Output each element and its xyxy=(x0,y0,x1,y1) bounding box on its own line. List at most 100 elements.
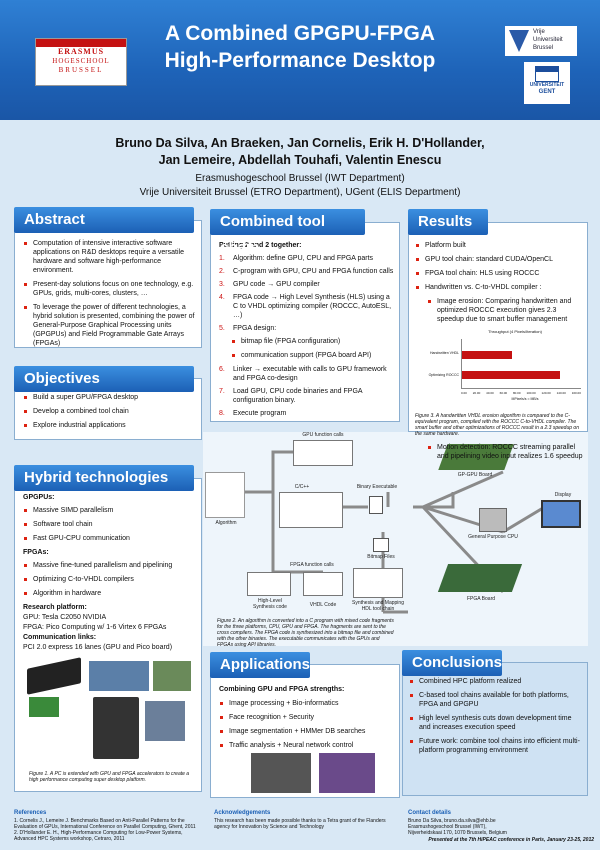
throughput-chart: Throughput (4 Pixels/Iteration) Handwrit… xyxy=(415,329,585,413)
cpu-image xyxy=(479,508,507,532)
application-item: Image segmentation + HMMer DB searches xyxy=(219,727,395,736)
conclusion-item: Future work: combine tool chains into ef… xyxy=(409,737,585,755)
bitmap-file-icon xyxy=(373,538,389,552)
display-label: Display xyxy=(554,492,572,498)
fpga-board-label: FPGA Board xyxy=(466,596,496,602)
results-panel: Platform built GPU tool chain: standard … xyxy=(408,222,588,460)
fpga-item: Algorithm in hardware xyxy=(23,589,199,598)
applications-panel: Combining GPU and FPGA strengths: Image … xyxy=(210,664,400,798)
algorithm-image xyxy=(205,472,245,518)
chart-title: Throughput (4 Pixels/Iteration) xyxy=(488,329,542,334)
step-text: Load GPU, CPU code binaries and FPGA con… xyxy=(233,388,363,404)
display-image xyxy=(541,500,581,528)
step-number: 5. xyxy=(219,325,225,332)
x-tick: 100.00 xyxy=(526,391,536,395)
objectives-heading: Objectives xyxy=(14,366,194,392)
figure3-caption: Figure 3. A handwritten VHDL erosion alg… xyxy=(415,413,579,437)
chart-bar xyxy=(462,371,561,379)
x-tick: 60.00 xyxy=(499,391,508,395)
toolchain-step: 3.GPU code → GPU compiler xyxy=(219,280,395,289)
step-text: FPGA design: xyxy=(233,325,277,332)
fpga-design-item: communication support (FPGA board API) xyxy=(231,351,395,360)
authors-line1: Bruno Da Silva, An Braeken, Jan Cornelis… xyxy=(115,136,485,150)
vub-logo-line2: Universiteit xyxy=(533,37,563,43)
authors-line2: Jan Lemeire, Abdellah Touhafi, Valentin … xyxy=(158,153,442,167)
binary-executable-label: Binary Executable xyxy=(356,484,398,490)
chart-bar xyxy=(462,351,513,359)
step-text: Execute program xyxy=(233,410,287,417)
comm-links-heading: Communication links: xyxy=(23,634,97,641)
contact-heading: Contact details xyxy=(408,810,452,816)
gpgpu-item: Software tool chain xyxy=(23,520,199,529)
fpga-design-item: bitmap file (FPGA configuration) xyxy=(231,337,395,346)
affiliation-1: Erasmushogeschool Brussel (IWT Departmen… xyxy=(195,173,405,184)
result-item: FPGA tool chain: HLS using ROCCC xyxy=(415,269,585,278)
x-tick: 140.00 xyxy=(556,391,566,395)
toolchain-step: 4. FPGA code → High Level Synthesis (HLS)… xyxy=(219,293,395,320)
vub-logo-line1: Vrije xyxy=(533,29,545,35)
references: References 1. Cornelis J., Lemeire J. Be… xyxy=(14,810,204,842)
abstract-item: Computation of intensive interactive sof… xyxy=(23,239,195,275)
poster-header: ERASMUS HOGESCHOOL BRUSSEL A Combined GP… xyxy=(0,0,600,120)
authors-block: Bruno Da Silva, An Braeken, Jan Cornelis… xyxy=(0,135,600,200)
application-item: Traffic analysis + Neural network contro… xyxy=(219,741,395,750)
synthesis-window xyxy=(353,568,403,598)
poster-title: A Combined GPGPU-FPGA High-Performance D… xyxy=(140,20,460,74)
arrow xyxy=(413,492,455,509)
gpgpu-item: Fast GPU-CPU communication xyxy=(23,534,199,543)
objective-item: Build a super GPU/FPGA desktop xyxy=(23,393,195,402)
step-number: 1. xyxy=(219,254,225,263)
application-item: Face recognition + Security xyxy=(219,713,395,722)
contact-line: Erasmushogeschool Brussel (IWT), xyxy=(408,824,487,830)
result-item: Platform built xyxy=(415,241,585,250)
chart-label: Handwritten VHDL xyxy=(430,351,459,355)
step-number: 4. xyxy=(219,294,225,301)
application-image-1 xyxy=(251,753,311,793)
toolchain-step: 7.Load GPU, CPU code binaries and FPGA c… xyxy=(219,387,395,405)
fpgas-heading: FPGAs: xyxy=(23,549,49,556)
affiliation-2: Vrije Universiteit Brussel (ETRO Departm… xyxy=(139,187,461,198)
step-text: C-program with GPU, CPU and FPGA functio… xyxy=(233,268,394,275)
toolchain-lead: Putting 2 and 2 together: xyxy=(219,242,302,249)
erasmus-logo-line2: HOGESCHOOL xyxy=(52,57,110,65)
reference-item: 1. Cornelis J., Lemeire J. Benchmarks Ba… xyxy=(14,818,196,830)
conference-note: Presented at the 7th HiPEAC conference i… xyxy=(428,837,594,843)
result-item: Handwritten vs. C-to-VHDL compiler : xyxy=(415,283,585,292)
chart-plot-area xyxy=(461,339,581,389)
result-subitem: Motion detection: ROCCC streaming parall… xyxy=(427,443,585,461)
title-line2: High-Performance Desktop xyxy=(164,49,436,72)
contact-details: Contact details Bruno Da Silva, bruno.da… xyxy=(408,810,594,843)
toolchain-step: 5. FPGA design: xyxy=(219,324,395,333)
comm-links-line: PCI 2.0 express 16 lanes (GPU and Pico b… xyxy=(23,644,173,651)
research-platform-heading: Research platform: xyxy=(23,604,87,611)
gp-cpu-label: General Purpose CPU xyxy=(468,534,518,540)
fpga-board-image xyxy=(437,564,523,592)
step-text: FPGA code → High Level Synthesis (HLS) u… xyxy=(233,294,392,319)
title-line1: A Combined GPGPU-FPGA xyxy=(165,22,435,45)
bitmap-files-label: Bitmap Files xyxy=(367,554,395,560)
abstract-item: To leverage the power of different techn… xyxy=(23,303,195,348)
conclusion-item: Combined HPC platform realized xyxy=(409,677,585,686)
erasmus-logo-line3: BRUSSEL xyxy=(58,66,104,74)
reference-item: 2. D'Hollander E. H., High-Performance C… xyxy=(14,830,183,842)
step-number: 2. xyxy=(219,268,225,275)
toolchain-heading: Combined tool chain xyxy=(210,209,365,256)
binary-file-icon xyxy=(369,496,383,514)
contact-line: Nijverheidskaai 170, 1070 Brussels, Belg… xyxy=(408,830,507,836)
cpp-window xyxy=(279,492,343,528)
toolchain-panel: Putting 2 and 2 together: 1.Algorithm: d… xyxy=(210,222,400,422)
cpp-label: C/C++ xyxy=(294,484,310,490)
references-heading: References xyxy=(14,810,47,816)
gpu-code-window xyxy=(293,440,353,466)
erasmus-logo-line1: ERASMUS xyxy=(57,47,105,56)
ugent-logo: UNIVERSITEIT GENT xyxy=(524,62,570,104)
toolchain-diagram: GPU function calls C/C++ Algorithm Binar… xyxy=(203,432,588,648)
x-tick: 120.00 xyxy=(541,391,551,395)
toolchain-step: 2. C-program with GPU, CPU and FPGA funct… xyxy=(219,267,395,276)
gpu-function-calls-label: GPU function calls xyxy=(302,432,344,438)
fpga-item: Massive fine-tuned parallelism and pipel… xyxy=(23,561,199,570)
contact-line: Bruno Da Silva, bruno.da.silva@ehb.be xyxy=(408,818,496,824)
vub-logo: Vrije Universiteit Brussel xyxy=(505,26,577,56)
application-image-2 xyxy=(319,753,375,793)
algorithm-label: Algorithm xyxy=(215,520,237,526)
